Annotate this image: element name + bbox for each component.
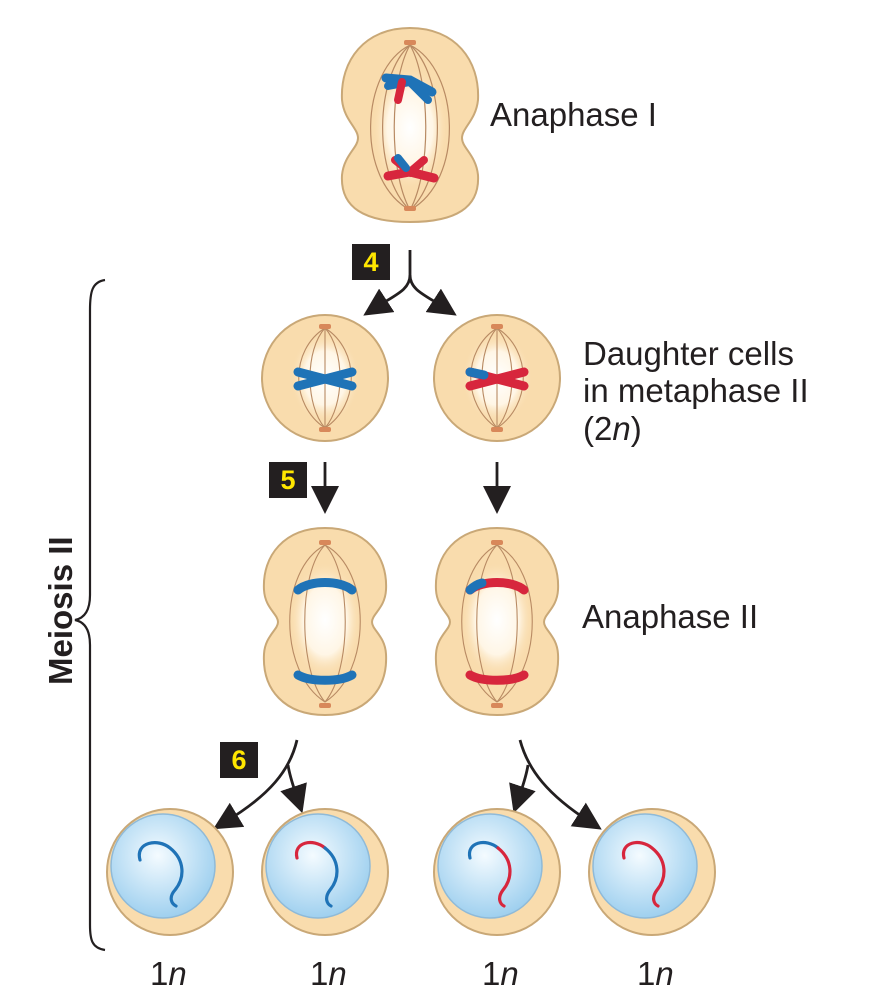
label-daughter-cells-line2: in metaphase II [583,372,809,409]
metaphase-ii-cell-left [261,314,389,442]
chromosome-blue-segment [467,840,500,860]
chromosomes-top [381,73,437,104]
centrosome-bottom [404,206,416,211]
ploidy-label-4: 1n [637,955,674,992]
haploid-cell-4 [588,808,716,936]
centrosome-top [404,40,416,45]
label-daughter-cells-line3: (2n) [583,410,642,448]
anaphase-ii-cell-right [434,526,560,717]
chromosome-blue [293,367,357,391]
ploidy-label-2: 1n [310,955,347,992]
centrosome-bottom [491,427,503,432]
anaphase-ii-cell-left [262,526,388,717]
label-daughter-cells-line1: Daughter cells [583,335,794,372]
chromatid-top [293,578,357,595]
centrosome-bottom [319,427,331,432]
chromosomes-bottom [383,154,439,183]
step-badge-5: 5 [269,462,307,498]
meiosis-ii-brace [74,278,106,952]
anaphase-i-cell [340,26,480,224]
chromosome-blue [137,841,184,908]
label-anaphase-i: Anaphase I [490,96,657,133]
step-badge-6: 6 [220,742,258,778]
centrosome-top [319,324,331,329]
ploidy-close: ) [630,410,642,447]
arrow-step-4 [363,250,457,316]
ploidy-variable: n [612,410,631,447]
chromosome-red [465,367,529,391]
chromosome-blue-segment [323,846,339,908]
centrosome-top [491,540,503,545]
ploidy-number: (2 [583,410,613,447]
ploidy-label-1: 1n [150,955,187,992]
centrosome-bottom [491,703,503,708]
chromosome-red [621,840,666,908]
chromosome-red-segment [294,840,327,860]
arrow-step-5 [311,462,511,514]
ploidy-label-3: 1n [482,955,519,992]
spindle-fibers [370,44,450,211]
arrow-step-6 [212,739,602,830]
centrosome-top [491,324,503,329]
chromatid-bottom [465,670,529,685]
step-badge-4: 4 [352,244,390,280]
haploid-cell-2 [261,808,389,936]
centrosome-top [319,540,331,545]
spindle-fibers [289,544,361,703]
haploid-cell-1 [106,808,234,936]
haploid-cell-3 [433,808,561,936]
centrosome-bottom [319,703,331,708]
spindle-fibers [461,544,533,703]
label-meiosis-ii: Meiosis II [42,536,79,685]
chromosome-red-segment [496,846,512,908]
label-anaphase-ii: Anaphase II [582,598,759,635]
metaphase-ii-cell-right [433,314,561,442]
chromatid-bottom [293,670,357,685]
